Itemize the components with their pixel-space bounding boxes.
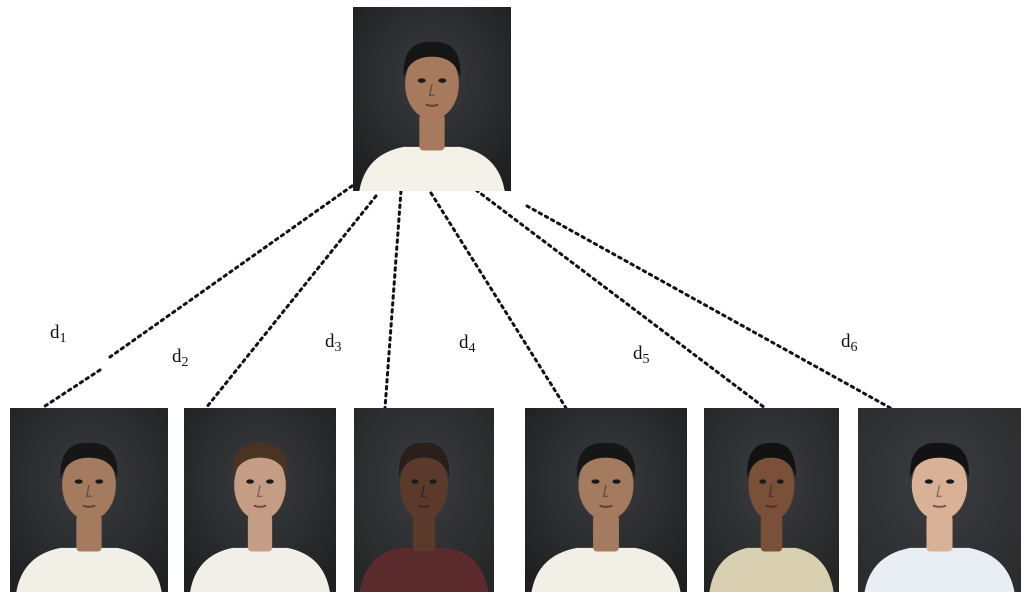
distance-label-3: d3 [325,331,342,355]
link-line-4 [429,191,568,410]
query-face-photo [353,7,511,191]
distance-label-5: d5 [633,343,650,367]
candidate-photo-6 [858,408,1021,592]
link-line-1b [40,368,102,410]
candidate-face-photo-6 [858,408,1021,592]
link-line-1 [108,184,354,359]
link-line-2 [204,194,378,410]
candidate-face-photo-1 [10,408,168,592]
link-line-6 [525,204,896,412]
candidate-photo-1 [10,408,168,592]
link-line-3 [383,189,403,410]
candidate-photo-4 [525,408,687,592]
link-line-5 [474,188,767,410]
candidate-face-photo-2 [184,408,336,592]
candidate-face-photo-4 [525,408,687,592]
candidate-photo-3 [354,408,494,592]
distance-label-4: d4 [459,332,476,356]
distance-label-1: d1 [50,322,67,346]
candidate-photo-2 [184,408,336,592]
query-photo [353,7,511,191]
distance-label-6: d6 [841,331,858,355]
candidate-face-photo-5 [704,408,839,592]
candidate-face-photo-3 [354,408,494,592]
distance-label-2: d2 [172,346,189,370]
candidate-photo-5 [704,408,839,592]
